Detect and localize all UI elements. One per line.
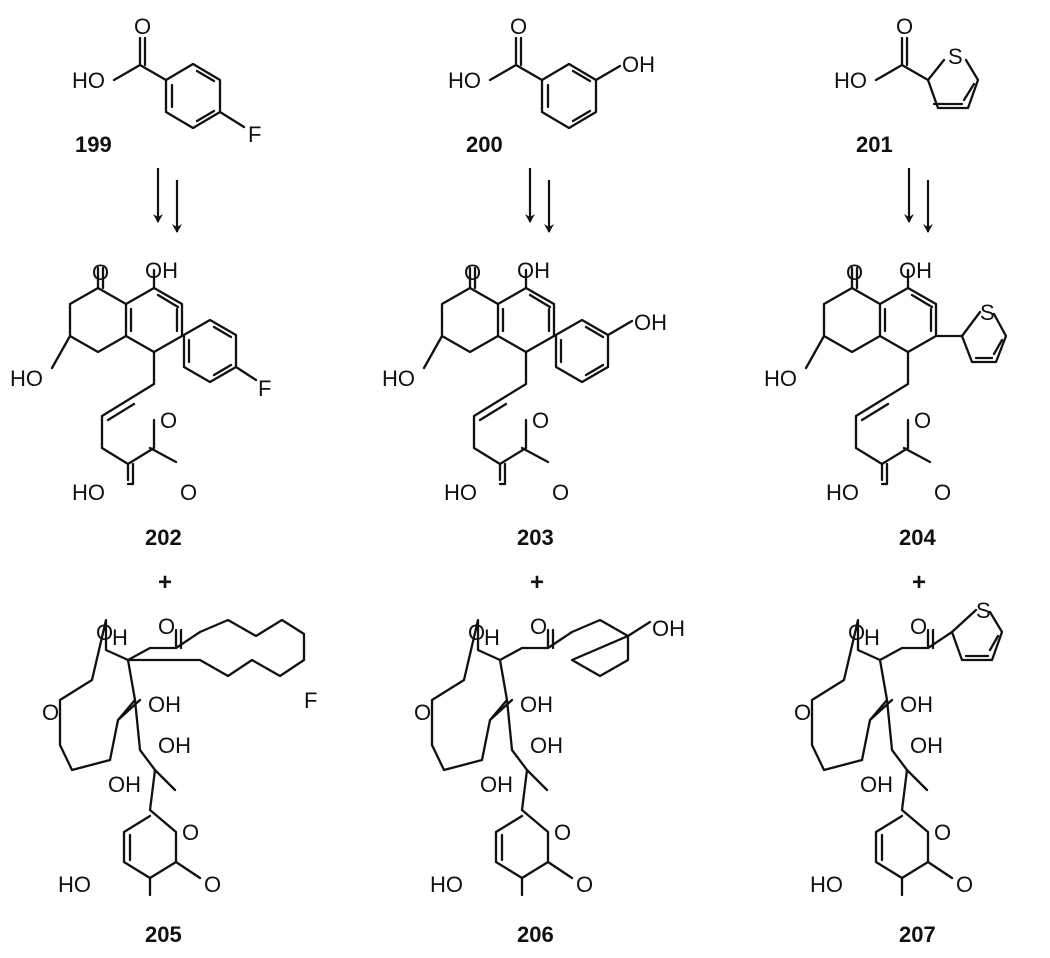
column-3: HO O S 201 O OH HO S O HO O 204 + H O O … — [764, 14, 1008, 947]
atom-label: O — [182, 820, 199, 845]
atom-label: OH — [530, 733, 563, 758]
compound-id-204: 204 — [899, 525, 936, 550]
atom-label: HO — [834, 68, 867, 93]
atom-label: O — [554, 820, 571, 845]
compound-id-199: 199 — [75, 132, 112, 157]
compound-id-200: 200 — [466, 132, 503, 157]
atom-label: HO — [826, 480, 859, 505]
atom-label: O — [204, 872, 221, 897]
atom-label: O — [160, 408, 177, 433]
plus-sign: + — [530, 569, 544, 596]
atom-label: HO — [444, 480, 477, 505]
atom-label: HO — [448, 68, 481, 93]
atom-label: O — [956, 872, 973, 897]
atom-label: O — [158, 614, 175, 639]
atom-label: O — [134, 14, 151, 39]
compound-202-structure: O OH HO F O HO O — [10, 258, 271, 505]
atom-label: OH — [480, 772, 513, 797]
compound-id-201: 201 — [856, 132, 893, 157]
atom-label: OH — [108, 772, 141, 797]
atom-label: O — [532, 408, 549, 433]
atom-label: S — [948, 44, 963, 69]
atom-label: F — [304, 688, 317, 713]
atom-label: HO — [58, 872, 91, 897]
atom-label: O — [896, 14, 913, 39]
atom-label: OH — [148, 692, 181, 717]
atom-label: O — [934, 480, 951, 505]
atom-label: O — [848, 620, 865, 645]
atom-label: HO — [430, 872, 463, 897]
atom-label: O — [910, 614, 927, 639]
atom-label: O — [914, 408, 931, 433]
reaction-arrows — [153, 168, 182, 233]
compound-207-structure: H O O O OH OH OH S O HO O — [794, 598, 1004, 897]
atom-label: HO — [764, 366, 797, 391]
compound-id-206: 206 — [517, 922, 554, 947]
atom-label: O — [414, 700, 431, 725]
atom-label: OH — [860, 772, 893, 797]
atom-label: HO — [72, 68, 105, 93]
column-2: HO O OH 200 O OH HO OH O HO O 203 + H O … — [382, 14, 685, 947]
compound-id-207: 207 — [899, 922, 936, 947]
reaction-arrows — [525, 168, 554, 233]
compound-206-structure: H O O O OH OH OH OH O HO O — [414, 614, 685, 897]
atom-label: OH — [520, 692, 553, 717]
atom-label: F — [258, 376, 271, 401]
compound-201-structure: HO O S — [834, 14, 980, 110]
atom-label: OH — [652, 616, 685, 641]
atom-label: OH — [634, 310, 667, 335]
compound-199-structure: HO O F — [72, 14, 261, 147]
compound-200-structure: HO O OH — [448, 14, 655, 130]
atom-label: OH — [910, 733, 943, 758]
compound-203-structure: O OH HO OH O HO O — [382, 258, 667, 505]
reaction-arrows — [904, 168, 933, 233]
atom-label: O — [530, 614, 547, 639]
atom-label: O — [96, 620, 113, 645]
compound-id-203: 203 — [517, 525, 554, 550]
atom-label: O — [846, 260, 863, 285]
atom-label: H — [112, 625, 128, 650]
atom-label: H — [864, 625, 880, 650]
atom-label: O — [510, 14, 527, 39]
atom-label: O — [468, 620, 485, 645]
compound-205-structure: H O O O OH OH OH F O HO O — [42, 614, 317, 897]
compound-id-205: 205 — [145, 922, 182, 947]
atom-label: F — [248, 122, 261, 147]
atom-label: HO — [72, 480, 105, 505]
atom-label: OH — [622, 52, 655, 77]
atom-label: HO — [810, 872, 843, 897]
compound-id-202: 202 — [145, 525, 182, 550]
atom-label: O — [180, 480, 197, 505]
atom-label: S — [980, 300, 995, 325]
column-1: HO O F 199 O OH HO F O HO O 202 + H O O — [10, 14, 317, 947]
atom-label: OH — [900, 692, 933, 717]
atom-label: HO — [10, 366, 43, 391]
atom-label: OH — [517, 258, 550, 283]
atom-label: O — [576, 872, 593, 897]
atom-label: O — [92, 260, 109, 285]
plus-sign: + — [158, 569, 172, 596]
plus-sign: + — [912, 569, 926, 596]
atom-label: H — [484, 625, 500, 650]
atom-label: OH — [145, 258, 178, 283]
atom-label: O — [934, 820, 951, 845]
atom-label: OH — [899, 258, 932, 283]
atom-label: HO — [382, 366, 415, 391]
atom-label: S — [976, 598, 991, 623]
atom-label: OH — [158, 733, 191, 758]
atom-label: O — [464, 260, 481, 285]
atom-label: O — [552, 480, 569, 505]
compound-204-structure: O OH HO S O HO O — [764, 258, 1008, 505]
atom-label: O — [794, 700, 811, 725]
atom-label: O — [42, 700, 59, 725]
